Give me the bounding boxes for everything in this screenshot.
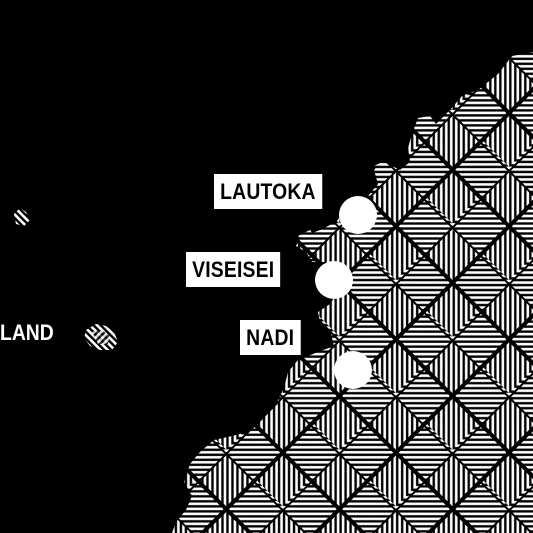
viseisei-marker-dot[interactable] (315, 261, 353, 299)
islet (374, 162, 386, 174)
island-left-medium-shade (92, 330, 110, 344)
island-label-partial: LAND (0, 320, 54, 345)
nadi-label[interactable]: NADI (240, 320, 301, 355)
lautoka-marker-dot[interactable] (339, 196, 377, 234)
island-left-small (14, 208, 30, 226)
lautoka-label[interactable]: LAUTOKA (214, 174, 322, 209)
nadi-marker-dot[interactable] (334, 351, 372, 389)
main-island-land (172, 52, 533, 533)
viseisei-label[interactable]: VISEISEI (186, 252, 281, 287)
islet (298, 230, 316, 244)
